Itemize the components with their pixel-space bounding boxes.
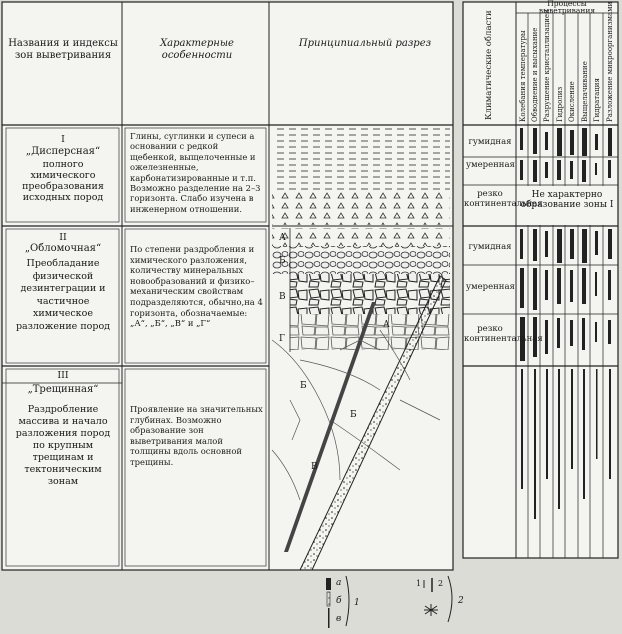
legend-a: а [336,578,342,588]
row-humid-1: гумидная [468,137,512,147]
section-label-b-2: Б [300,381,307,391]
legend-v: в [336,614,342,624]
header-features: Характерные особенности [160,38,234,61]
row-moderate-1: умеренная [466,160,515,170]
legend-2-item-2: 2 [438,579,444,588]
legend-2-item-1: 1 [416,579,422,588]
row-humid-2: гумидная [468,242,512,252]
zone-2-name: „Обломочная“ [24,243,102,254]
process-col-3: Разрушение кристаллизацией [543,9,551,122]
row-moderate-2: умеренная [466,282,515,292]
process-col-5: Окисление [568,81,576,122]
zone-2-features: По степени раздробления и химического ра… [130,244,263,329]
zone-3-name: „Трещинная“ [27,384,99,395]
section-label-a-2: А [383,320,390,330]
section-label-v: В [279,292,286,302]
legend-number-1: 1 [354,598,360,608]
process-col-8: Разложение микроорганизмами [606,1,614,122]
zone-2-roman: II [59,232,67,243]
cross-section-drawing [271,128,453,571]
legend-b: б [336,596,342,606]
legend-graphic [326,575,453,628]
zone-1-name: „Дисперсная“ [25,146,101,157]
zone-1-description: полного химического преобразования исход… [22,159,104,203]
process-col-2: Обводнение и высыхание [531,27,539,122]
zone-2-description: Преобладание физической дезинтеграции и … [15,258,111,332]
climate-header: Климатические области [484,10,494,120]
section-label-b-3: Б [350,410,357,420]
row-continental-1: резко континентальная [464,189,543,209]
zone-3-roman: III [57,370,69,381]
processes-header: Процессы выветривания [538,0,596,15]
zone-3-description: Раздробление массива и начало разложения… [15,404,111,487]
zone-1-roman: I [61,134,65,145]
process-col-4: Гидролиз [556,86,564,122]
process-col-1: Колебания температуры [519,30,527,122]
header-zone-names: Названия и индексы зон выветривания [8,38,118,61]
zone-3-features: Проявление на значительных глубинах. Воз… [130,404,263,467]
section-label-a: А [279,233,286,243]
not-characteristic-note: Не характерно образование зоны I [520,190,614,210]
process-col-7: Гидратация [593,78,601,122]
zone-1-features: Глины, суглинки и супеси а основании с р… [130,131,261,214]
section-label-b: Б [279,256,286,266]
section-label-v-2: В [311,462,318,472]
legend-number-2: 2 [458,596,464,606]
row-continental-2: резко континентальная [464,324,543,344]
header-section: Принципиальный разрез [298,38,432,49]
process-col-6: Выщелачивание [581,61,589,122]
section-label-g: Г [279,334,285,344]
